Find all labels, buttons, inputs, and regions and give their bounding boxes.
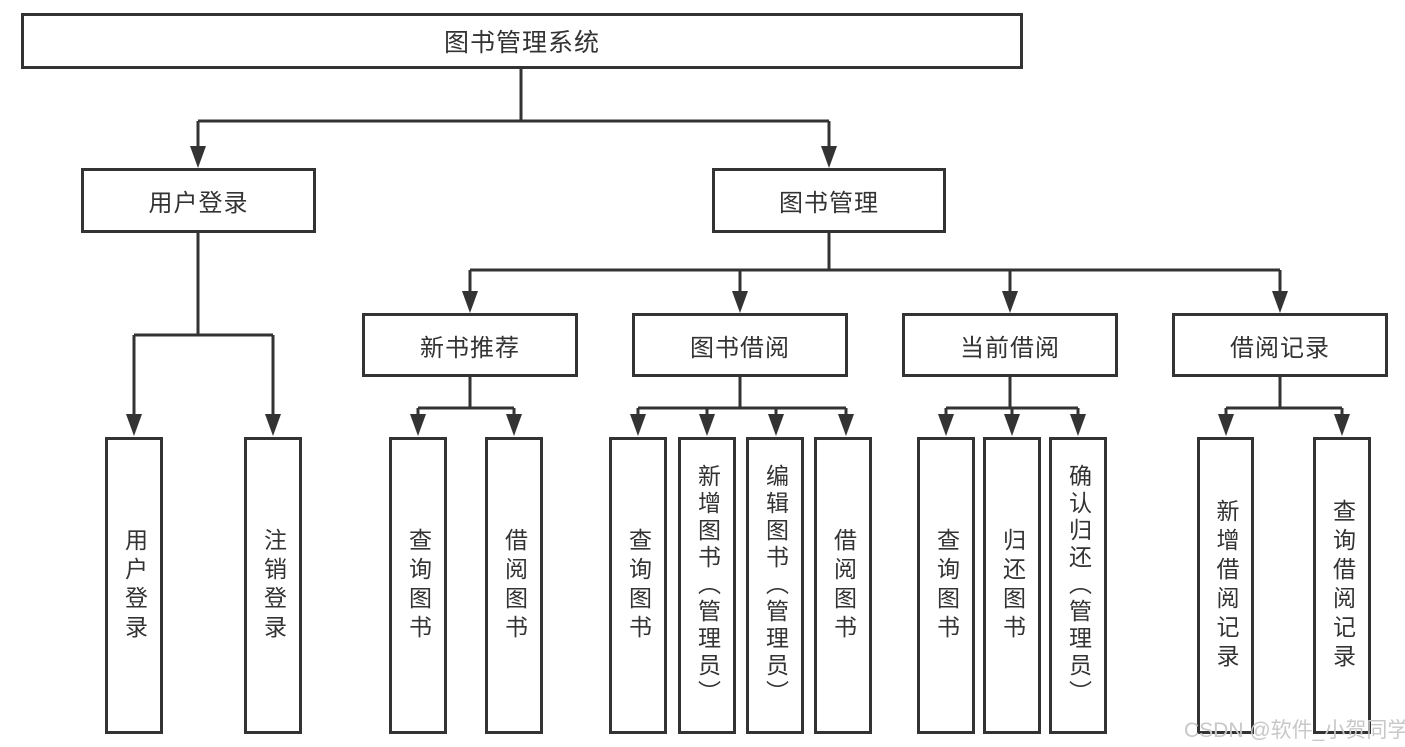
leaf-logout: 注销登录 [244, 437, 302, 734]
leaf-borrow-edit-books-admin-label: 编辑图书（管理员） [762, 464, 789, 707]
leaf-current-query-books: 查询图书 [917, 437, 975, 734]
node-user-login: 用户登录 [81, 168, 316, 233]
leaf-user-login: 用户登录 [105, 437, 163, 734]
leaf-current-confirm-return-admin-label: 确认归还（管理员） [1065, 464, 1092, 707]
leaf-recommend-query-books: 查询图书 [389, 437, 447, 734]
node-new-book-recommend-label: 新书推荐 [420, 334, 520, 362]
node-root: 图书管理系统 [21, 13, 1023, 69]
leaf-recommend-borrow-books-label: 借阅图书 [501, 527, 528, 644]
node-book-borrow-label: 图书借阅 [690, 334, 790, 362]
node-book-management: 图书管理 [712, 168, 946, 233]
leaf-current-confirm-return-admin: 确认归还（管理员） [1049, 437, 1107, 734]
leaf-recommend-borrow-books: 借阅图书 [485, 437, 543, 734]
watermark-text: CSDN @软件_小贺同学 [1184, 719, 1405, 742]
node-new-book-recommend: 新书推荐 [362, 313, 578, 377]
node-current-borrow-label: 当前借阅 [960, 334, 1060, 362]
leaf-borrow-borrow-books-label: 借阅图书 [830, 527, 857, 644]
leaf-records-query-record-label: 查询借阅记录 [1329, 498, 1356, 673]
node-book-management-label: 图书管理 [779, 190, 879, 217]
leaf-user-login-label: 用户登录 [121, 527, 148, 644]
leaf-current-query-books-label: 查询图书 [933, 527, 960, 644]
leaf-records-query-record: 查询借阅记录 [1313, 437, 1371, 734]
node-book-borrow: 图书借阅 [632, 313, 848, 377]
leaf-records-add-record-label: 新增借阅记录 [1213, 498, 1239, 673]
node-borrow-records: 借阅记录 [1172, 313, 1388, 377]
node-user-login-label: 用户登录 [148, 190, 249, 217]
node-borrow-records-label: 借阅记录 [1230, 334, 1330, 362]
leaf-records-add-record: 新增借阅记录 [1197, 437, 1254, 734]
leaf-current-return-books: 归还图书 [983, 437, 1041, 734]
leaf-borrow-edit-books-admin: 编辑图书（管理员） [746, 437, 804, 734]
leaf-borrow-add-books-admin-label: 新增图书（管理员） [694, 464, 721, 707]
leaf-borrow-add-books-admin: 新增图书（管理员） [678, 437, 736, 734]
leaf-borrow-query-books-label: 查询图书 [625, 527, 652, 644]
leaf-recommend-query-books-label: 查询图书 [405, 527, 432, 644]
leaf-borrow-query-books: 查询图书 [609, 437, 667, 734]
leaf-borrow-borrow-books: 借阅图书 [814, 437, 872, 734]
leaf-logout-label: 注销登录 [260, 527, 287, 644]
leaf-current-return-books-label: 归还图书 [999, 527, 1026, 644]
node-current-borrow: 当前借阅 [902, 313, 1118, 377]
node-root-label: 图书管理系统 [443, 29, 600, 57]
